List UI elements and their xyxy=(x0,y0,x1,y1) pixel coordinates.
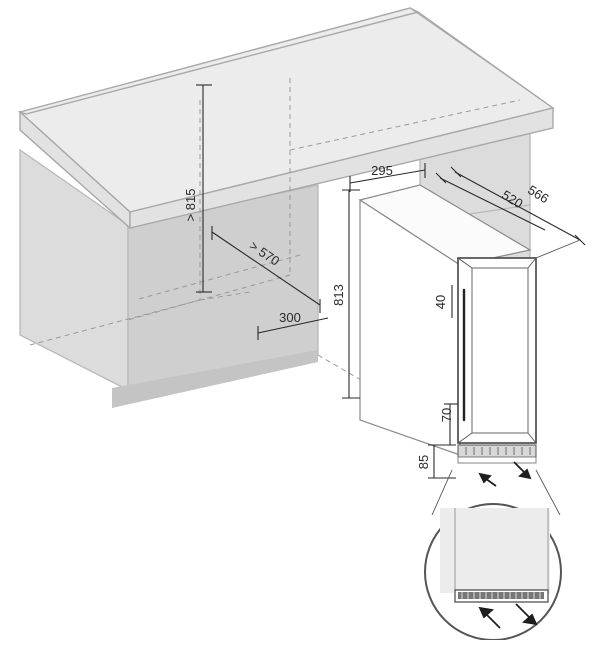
door-clearance-label: 40 xyxy=(433,295,448,309)
appliance-width-label: 295 xyxy=(371,163,393,178)
vent-height-dimension: 70 xyxy=(439,403,458,445)
cabinet-height-label: > 815 xyxy=(183,189,198,222)
plinth-height-label: 85 xyxy=(416,455,431,469)
detail-grille xyxy=(458,592,544,599)
detail-arrow-out-icon xyxy=(515,603,538,626)
arrow-in-icon xyxy=(478,472,497,487)
detail-arrow-in-icon xyxy=(478,606,501,629)
plinth-height-dimension: 85 xyxy=(416,444,456,479)
opening-width-dimension: 300 xyxy=(257,310,329,340)
kitchen-cabinet xyxy=(17,7,555,421)
appliance-width-dimension: 295 xyxy=(349,163,426,192)
detail-magnifier xyxy=(424,469,562,641)
appliance-height-label: 813 xyxy=(331,284,346,306)
opening-width-label: 300 xyxy=(279,310,301,325)
arrow-out-icon xyxy=(513,461,532,480)
wine-cooler xyxy=(358,184,537,464)
glass-panel xyxy=(471,267,529,434)
vent-grille xyxy=(457,444,537,458)
appliance-height-dimension: 813 xyxy=(331,189,360,399)
grille-slots xyxy=(465,447,531,455)
cabinet-height-dimension: > 815 xyxy=(183,84,212,293)
vent-height-label: 70 xyxy=(439,408,454,422)
door-clearance-dimension: 40 xyxy=(433,285,453,318)
